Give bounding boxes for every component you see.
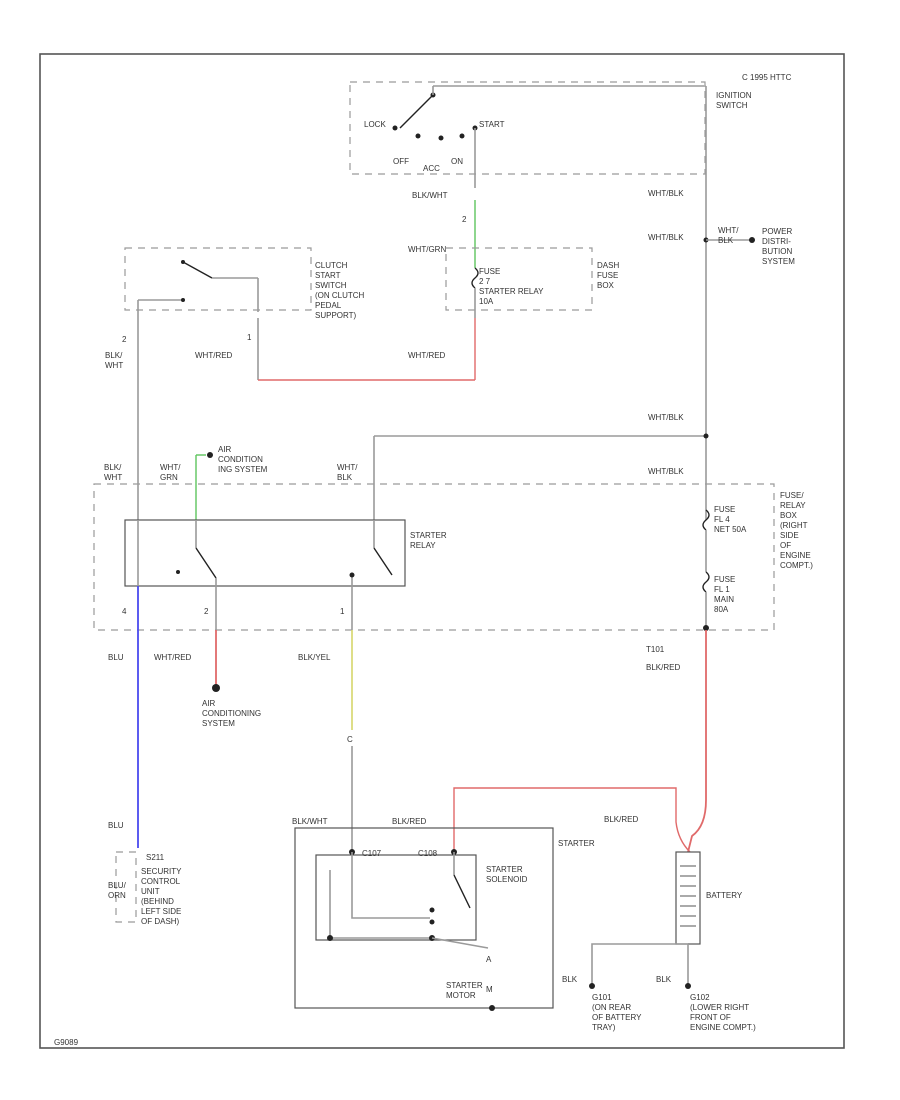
starter-label: STARTER [558, 839, 595, 848]
starter-motor-a-label: A [486, 955, 492, 964]
ignition-pin-label: 2 [462, 215, 467, 224]
starter-term-a-label: C107 [362, 849, 382, 858]
ac-wire-mid-label: WHT/BLK [337, 463, 358, 482]
starter-solenoid-box [315, 854, 477, 941]
ground-wire2-label: BLK [656, 975, 672, 984]
ac-wire-left-label: BLK/WHT [104, 463, 122, 482]
relay-contact-right [373, 547, 393, 576]
power-dist-wire-a-label: WHT/BLK [648, 233, 684, 242]
security-splice-label: S211 [146, 853, 165, 862]
relay-box-wire-top-label: WHT/BLK [648, 467, 684, 476]
relay-pin3-label: 1 [340, 607, 345, 616]
battery-label: BATTERY [706, 891, 743, 900]
relay-box-wire-down-label: BLK/RED [646, 663, 680, 672]
solenoid-contact [453, 874, 471, 909]
ignition-switch-box [349, 81, 706, 175]
starter-term-b-label: C108 [418, 849, 438, 858]
relay-box-splice-label: T101 [646, 645, 665, 654]
starter-motor-m-label: M [486, 985, 493, 994]
starter-wire-blkred-label: BLK/RED [392, 817, 426, 826]
ground-wire1-label: BLK [562, 975, 578, 984]
starter-relay-box [124, 519, 406, 587]
figure-id-label: G9089 [54, 1038, 79, 1047]
starter-pin-c-label: C [347, 735, 353, 744]
relay-contact-left [195, 547, 217, 579]
ignition-lock-label: LOCK [364, 120, 386, 129]
dash-fuse-box [445, 247, 593, 311]
ignition-start-label: START [479, 120, 505, 129]
starter-box [294, 827, 554, 1009]
clutch-pin-left-label: 2 [122, 335, 127, 344]
ignition-wire-right-label: WHT/BLK [648, 189, 684, 198]
dash-fuse-wire-in-label: WHT/GRN [408, 245, 446, 254]
ignition-off-label: OFF [393, 157, 409, 166]
clutch-wire-left-label: BLK/WHT [105, 351, 123, 370]
relay-pin1-label: 4 [122, 607, 127, 616]
blu2-wire-label: BLU [108, 821, 124, 830]
ignition-switch-blade [399, 94, 434, 129]
blkyel-wire-label: BLK/YEL [298, 653, 331, 662]
diagram-frame [39, 53, 845, 1049]
power-dist-wire-b-label: WHT/BLK [718, 226, 739, 245]
clutch-switch-blade [182, 261, 213, 279]
clutch-switch-box [124, 247, 312, 311]
security-wire-label: BLU/ORN [108, 881, 127, 900]
ignition-acc-label: ACC [423, 164, 440, 173]
ignition-wire-down-label: BLK/WHT [412, 191, 448, 200]
relay-pin2-label: 2 [204, 607, 209, 616]
clutch-pin-right-label: 1 [247, 333, 252, 342]
battery-wire-label: BLK/RED [604, 815, 638, 824]
clutch-wire-right-label: WHT/RED [195, 351, 233, 360]
blu-wire-label: BLU [108, 653, 124, 662]
starter-wire-blkwht-label: BLK/WHT [292, 817, 328, 826]
battery-cells [680, 865, 696, 927]
copyright-label: C 1995 HTTC [742, 73, 792, 82]
ac-wire-top-label: WHT/GRN [160, 463, 181, 482]
relay-feed-wire-label: WHT/BLK [648, 413, 684, 422]
dash-fuse-wire-out-label: WHT/RED [408, 351, 446, 360]
ac-wire-red-label: WHT/RED [154, 653, 192, 662]
ignition-on-label: ON [451, 157, 463, 166]
fuse-relay-box [93, 483, 775, 631]
